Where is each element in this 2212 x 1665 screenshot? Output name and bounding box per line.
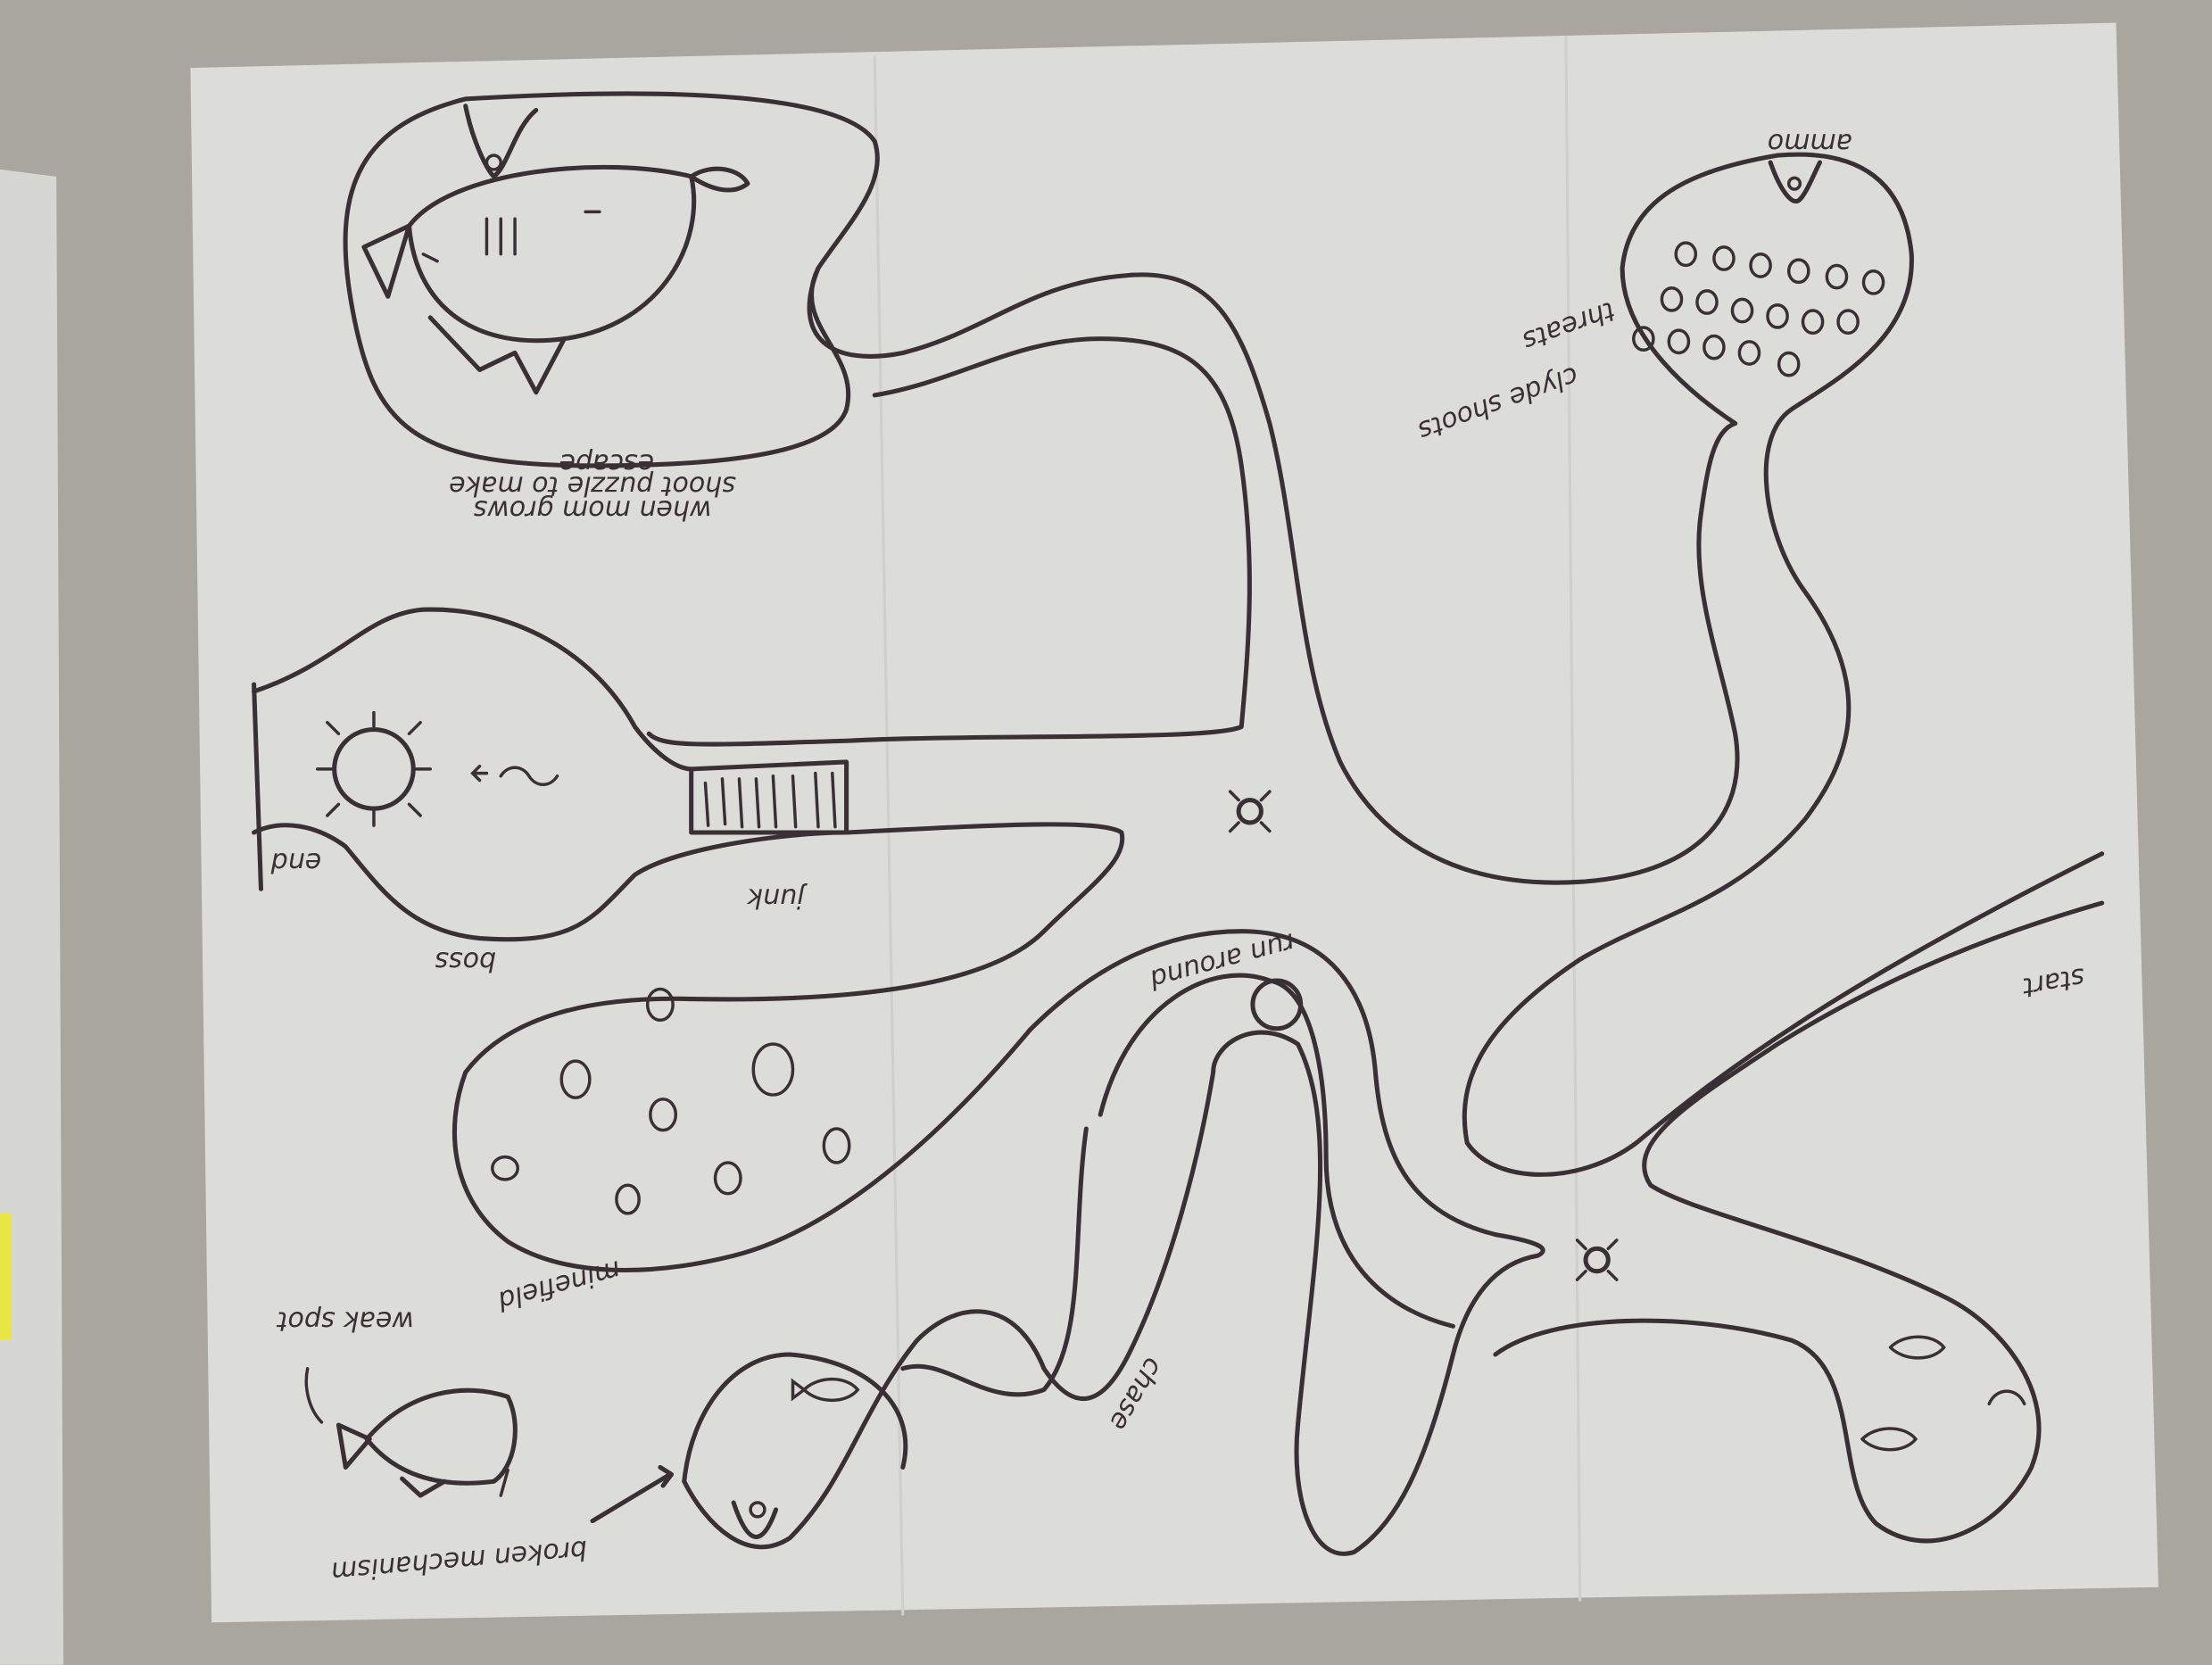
note-line-2: shoot puzzle to make	[449, 470, 736, 501]
start-chamber	[682, 1352, 908, 1484]
label-ammo: ammo	[1768, 127, 1852, 158]
ammo-dot	[1712, 245, 1736, 271]
adjacent-paper	[0, 169, 64, 1665]
top-corridor	[807, 266, 1740, 885]
boss-icon	[332, 727, 416, 811]
mine-icon	[713, 1161, 742, 1196]
note-line-3: escape	[559, 447, 655, 478]
mine-icon	[615, 1183, 641, 1215]
mine-icon	[751, 1042, 795, 1097]
paper-fold	[873, 56, 905, 1616]
tracing-paper	[190, 22, 2158, 1623]
sticky-note-edge	[0, 1213, 12, 1341]
mine-icon	[649, 1098, 678, 1132]
mine-icon	[559, 1059, 592, 1099]
small-fish-icon	[791, 1378, 860, 1402]
ammo-dot	[1786, 258, 1810, 285]
paper-fold	[1564, 35, 1582, 1602]
ammo-dot	[1749, 253, 1772, 278]
ammo-dot	[1861, 269, 1885, 295]
ammo-dot	[1667, 328, 1691, 355]
escape-room	[343, 91, 880, 468]
clyde-ammo-dots	[1632, 241, 1885, 377]
obstacle-circle	[1250, 978, 1304, 1031]
mine-icon	[491, 1155, 519, 1181]
start-room	[1493, 900, 2105, 1544]
minefield-room	[452, 822, 1125, 1272]
ammo-dot	[1660, 286, 1684, 312]
boss-room	[252, 607, 849, 942]
ammo-dot	[1674, 241, 1698, 268]
crab-icon	[1228, 790, 1619, 1281]
label-junk: junk	[746, 882, 808, 913]
broken-mechanism-fish	[304, 1367, 675, 1524]
ammo-dot	[1777, 351, 1801, 377]
label-boss: boss	[435, 945, 496, 976]
clyde-room	[1462, 152, 2105, 1177]
mine-icon	[645, 987, 675, 1023]
fish-icons	[1860, 1335, 2026, 1452]
ammo-dot	[1737, 340, 1761, 366]
label-end: end	[270, 847, 321, 878]
ammo-dot	[1836, 309, 1860, 335]
ammo-dot	[1825, 263, 1849, 290]
ammo-dot	[1632, 326, 1655, 352]
mine-icon	[822, 1127, 851, 1164]
ammo-dot	[1766, 302, 1789, 329]
chase-path	[682, 929, 1545, 1556]
ammo-dot	[1730, 297, 1754, 324]
note-line-1: when mom grows	[473, 493, 711, 525]
ammo-dot	[1695, 289, 1719, 315]
ammo-dot	[1801, 309, 1825, 335]
big-fish-icon	[406, 164, 697, 344]
mines	[491, 987, 851, 1215]
ammo-dot	[1702, 334, 1726, 360]
label-weak-spot: weak spot	[277, 1305, 414, 1337]
